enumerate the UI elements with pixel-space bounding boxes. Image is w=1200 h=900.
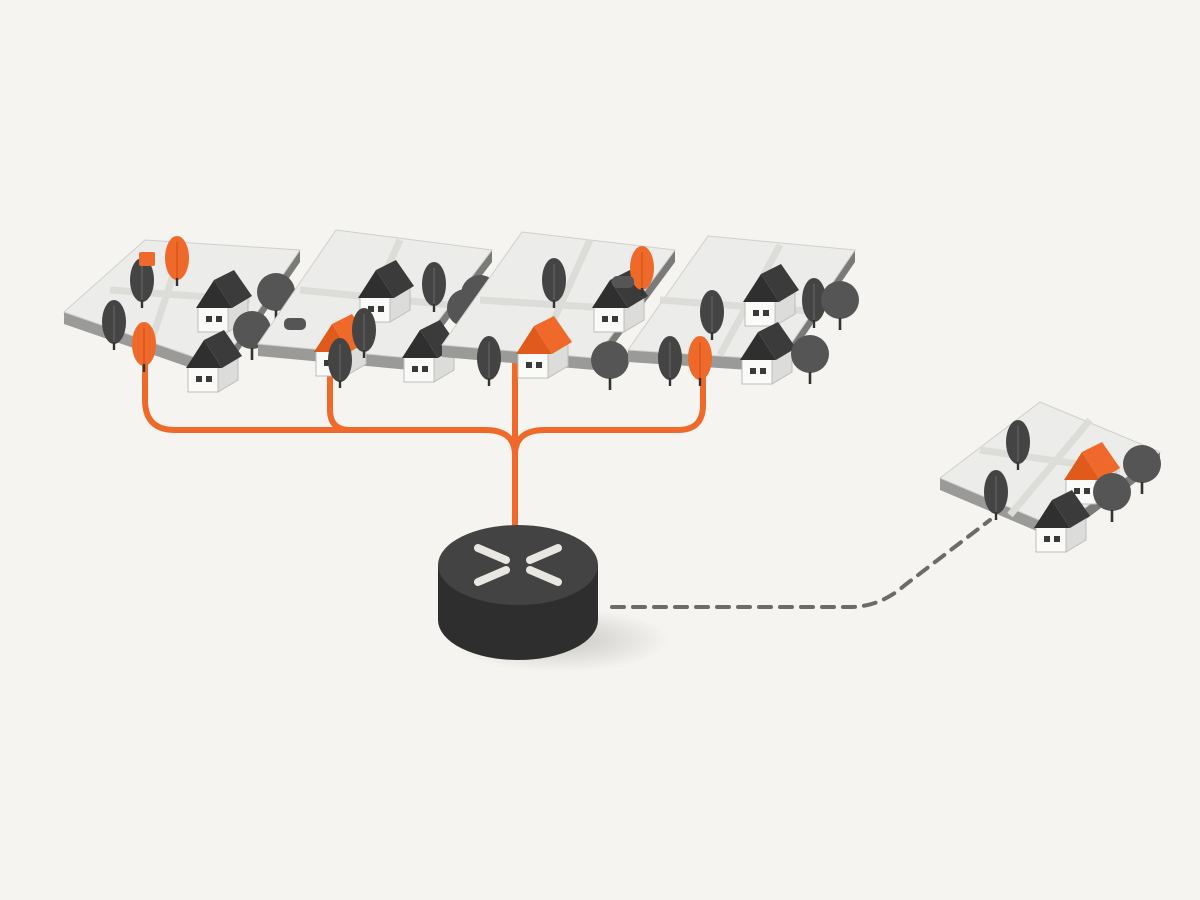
tree-icon bbox=[687, 335, 713, 387]
cross-arrows-icon bbox=[474, 544, 562, 586]
car-icon bbox=[284, 318, 306, 330]
branch-line-4 bbox=[512, 359, 706, 458]
neighborhood-tile-1 bbox=[63, 235, 301, 393]
router-hub bbox=[438, 525, 670, 672]
tree-icon bbox=[1093, 473, 1131, 522]
orange-box-icon bbox=[139, 252, 155, 266]
tree-icon bbox=[657, 335, 683, 387]
dashed-remote-link bbox=[610, 518, 992, 609]
tree-connection bbox=[142, 342, 706, 528]
tree-icon bbox=[476, 335, 502, 387]
tree-icon bbox=[791, 335, 829, 384]
tree-icon bbox=[591, 341, 629, 390]
car-icon bbox=[612, 276, 634, 288]
branch-line-2 bbox=[327, 357, 353, 433]
branch-line-1 bbox=[142, 342, 518, 458]
remote-neighborhood-tile bbox=[939, 401, 1162, 553]
neighborhood-tile-3 bbox=[441, 231, 676, 390]
neighborhood-tile-2 bbox=[257, 229, 499, 389]
tree-icon bbox=[131, 321, 157, 373]
neighborhood-tile-4 bbox=[627, 235, 859, 387]
tree-icon bbox=[821, 281, 859, 330]
